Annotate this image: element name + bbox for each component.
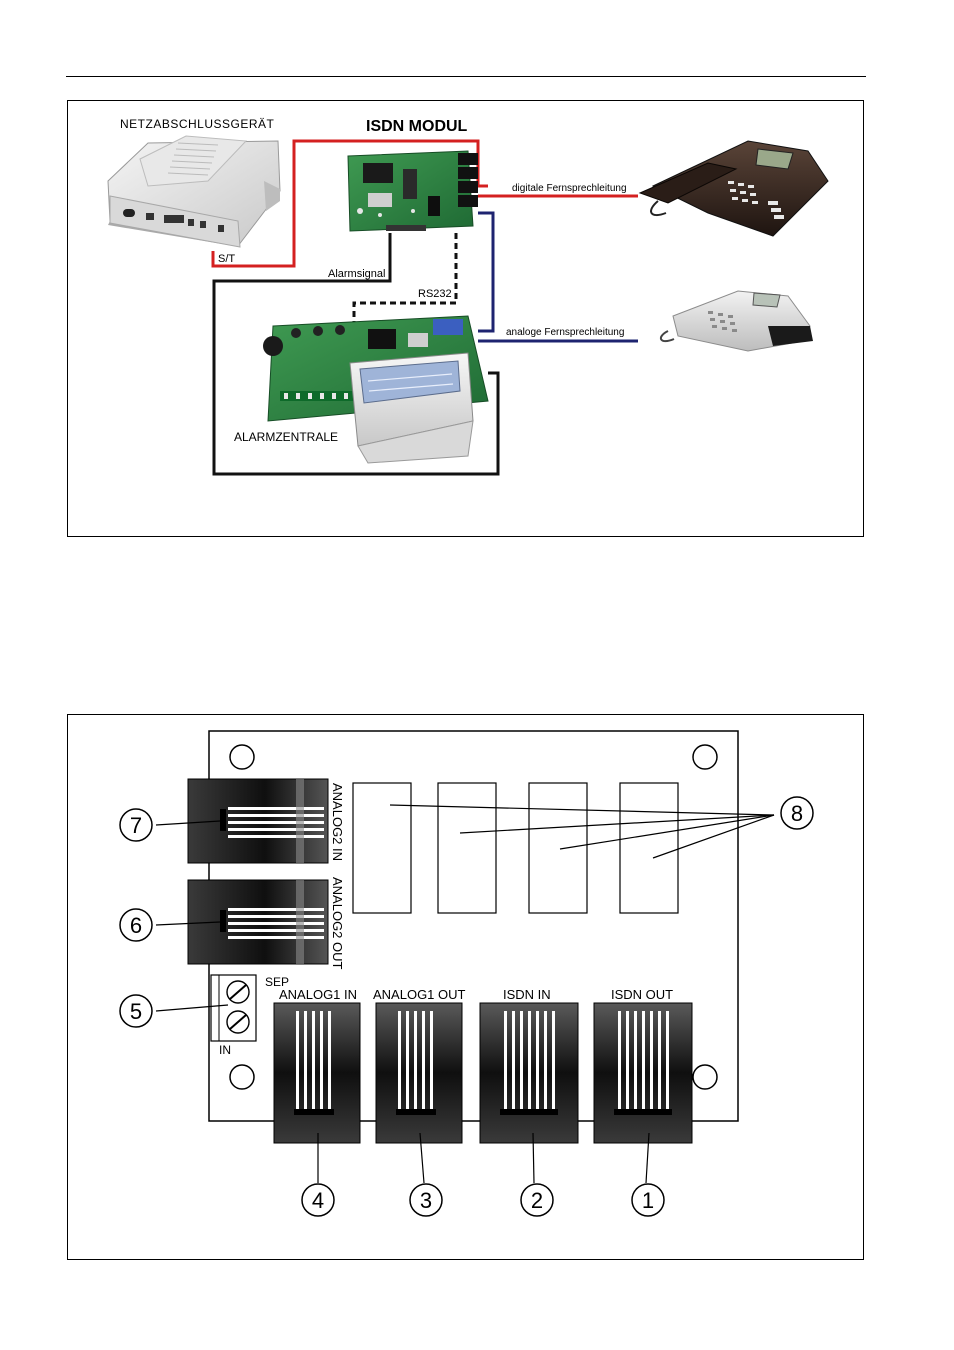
rs232-line — [352, 233, 458, 331]
st-label: S/T — [218, 253, 235, 265]
digital-telephone — [638, 140, 829, 237]
callout-4 — [301, 1183, 335, 1217]
ntba-label: NETZABSCHLUSSGERÄT — [120, 117, 275, 131]
callout-6-number: 6 — [130, 913, 142, 938]
relay-1 — [352, 782, 412, 914]
relays — [352, 782, 679, 914]
alarm-signal-line — [212, 233, 500, 476]
callout-5 — [119, 994, 153, 1028]
label-analog1-out: ANALOG1 OUT — [373, 987, 466, 1002]
callout-4-number: 4 — [312, 1188, 324, 1213]
alarm-signal-label: Alarmsignal — [328, 268, 385, 280]
relay-3 — [528, 782, 588, 914]
analog-link-line — [478, 211, 495, 333]
jack-analog1-in — [273, 1002, 361, 1144]
callout-6 — [119, 908, 153, 942]
callout-2-number: 2 — [531, 1188, 543, 1213]
analog-telephone — [659, 290, 813, 352]
callout-3-number: 3 — [420, 1188, 432, 1213]
header-rule — [66, 76, 866, 77]
label-terminal-in: IN — [219, 1043, 231, 1057]
isdn-module-board — [347, 150, 478, 232]
digital-line-label: digitale Fernsprechleitung — [512, 183, 627, 194]
isdn-module-layout-frame: ANALOG2 IN ANALOG2 OUT SEP IN ANALOG1 IN… — [67, 714, 864, 1260]
label-analog1-in: ANALOG1 IN — [279, 987, 357, 1002]
terminal-block — [210, 974, 257, 1042]
callout-1 — [631, 1183, 665, 1217]
jack-analog1-out — [375, 1002, 463, 1144]
callout-8-number: 8 — [791, 801, 803, 826]
ntba-device — [107, 135, 281, 248]
callout-3 — [409, 1183, 443, 1217]
label-isdn-in: ISDN IN — [503, 987, 551, 1002]
jack-isdn-out — [593, 1002, 693, 1144]
jack-isdn-in — [479, 1002, 579, 1144]
relay-4 — [619, 782, 679, 914]
rs232-label: RS232 — [418, 288, 452, 300]
callout-2 — [520, 1183, 554, 1217]
callout-7-number: 7 — [130, 813, 142, 838]
connection-diagram-frame: NETZABSCHLUSSGERÄT ISDN MODUL S/T digita… — [67, 100, 864, 537]
power-socket-icon — [123, 209, 135, 217]
jack-analog2-in — [187, 778, 329, 864]
analog-line-label: analoge Fernsprechleitung — [506, 327, 624, 338]
callout-7 — [119, 808, 153, 842]
isdn-module-layout: ANALOG2 IN ANALOG2 OUT SEP IN ANALOG1 IN… — [119, 730, 814, 1217]
leader-lines — [155, 804, 775, 1184]
callout-1-number: 1 — [642, 1188, 654, 1213]
callout-5-number: 5 — [130, 999, 142, 1024]
alarm-keypad — [349, 352, 474, 464]
label-isdn-out: ISDN OUT — [611, 987, 673, 1002]
callout-8 — [780, 796, 814, 830]
relay-2 — [437, 782, 497, 914]
isdn-module-label: ISDN MODUL — [366, 118, 468, 135]
alarm-panel-label: ALARMZENTRALE — [234, 430, 338, 444]
mounting-holes — [229, 744, 718, 1090]
label-analog2-out: ANALOG2 OUT — [330, 877, 345, 970]
connection-diagram: NETZABSCHLUSSGERÄT ISDN MODUL S/T digita… — [107, 117, 829, 476]
label-terminal-sep: SEP — [265, 975, 289, 989]
label-analog2-in: ANALOG2 IN — [330, 783, 345, 861]
